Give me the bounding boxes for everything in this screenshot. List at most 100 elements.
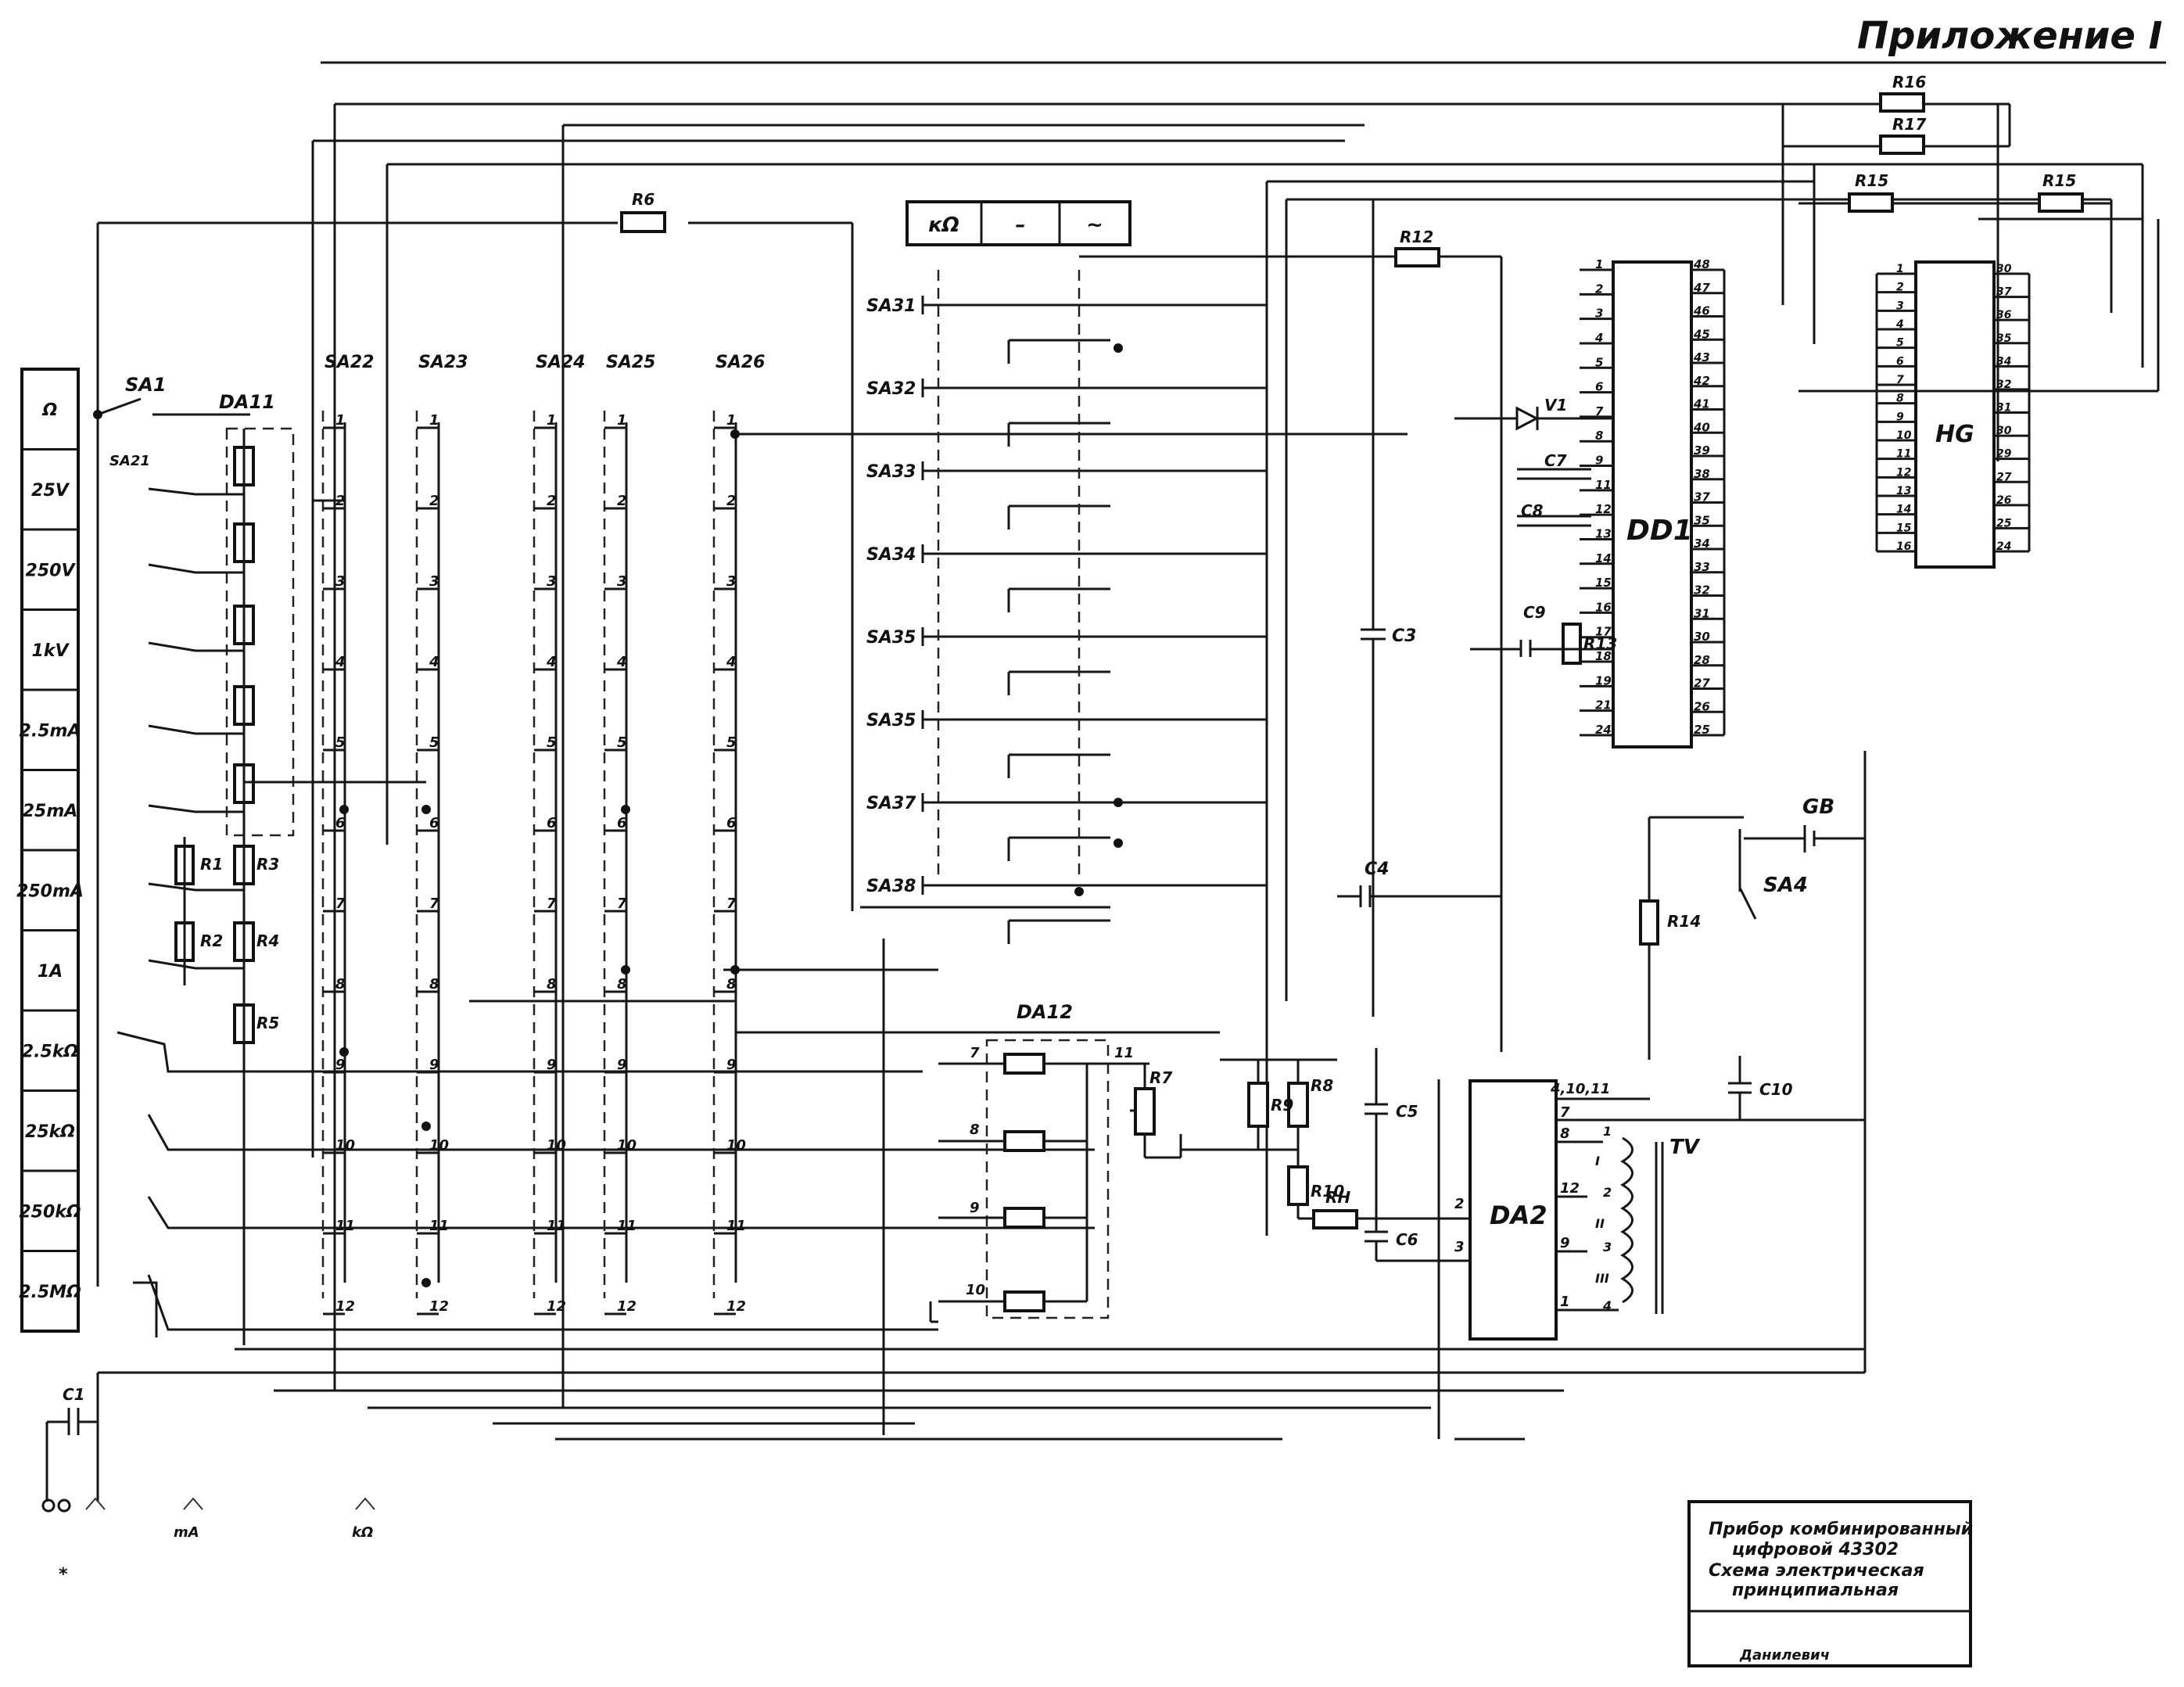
svg-text:1: 1 — [1603, 1124, 1612, 1139]
dd1-right-pin: 30 — [1694, 630, 1710, 644]
sa2-contact-number: 1 — [429, 412, 439, 429]
sa2-contact-number: 8 — [429, 976, 439, 992]
dd1-right-pin: 25 — [1694, 723, 1710, 737]
svg-text:*: * — [59, 1565, 68, 1585]
sa2-contact-number: 8 — [617, 976, 627, 992]
svg-text:7: 7 — [970, 1045, 980, 1061]
sa2-contact-number: 8 — [726, 976, 737, 992]
svg-text:SA4: SA4 — [1763, 874, 1808, 897]
battery-and-sa4: GB SA4 R14 — [1639, 751, 1867, 1118]
svg-text:TV: TV — [1669, 1136, 1701, 1159]
sa2-contact-number: 12 — [726, 1298, 746, 1315]
svg-text:R5: R5 — [256, 1014, 279, 1032]
dd1-left-pin: 15 — [1595, 576, 1612, 590]
sa3-row-label: SA32 — [866, 379, 916, 399]
sa2-contact-number: 3 — [726, 573, 737, 590]
terminal-common[interactable] — [41, 1499, 56, 1513]
dd1-right-pin: 48 — [1693, 257, 1710, 271]
hg-right-pin: 30 — [1996, 425, 2012, 437]
sa3-row-label: SA34 — [866, 545, 916, 565]
svg-text:R15: R15 — [1855, 171, 1888, 190]
dd1-left-passives: C7 C8 C9 R13 — [1470, 451, 1617, 665]
dd1-right-pin: 47 — [1693, 281, 1710, 295]
resistor-r12: R12 — [1079, 228, 1503, 1052]
sa2-contact-number: 5 — [617, 734, 627, 751]
dd1-right-pin: 40 — [1693, 420, 1710, 434]
display-resistors: R16 R17 R15 R15 — [1783, 73, 2160, 393]
svg-text:3: 3 — [1454, 1239, 1465, 1255]
svg-text:R2: R2 — [200, 931, 223, 950]
sa2-contact-number: 2 — [429, 493, 439, 509]
svg-text:R12: R12 — [1400, 228, 1433, 246]
dd1-left-pin: 4 — [1594, 331, 1603, 345]
svg-text:4: 4 — [1602, 1298, 1612, 1313]
sa2-contact-number: 12 — [335, 1298, 355, 1315]
sa2-contact-number: 6 — [335, 815, 346, 831]
sa2-contact-number: 1 — [335, 412, 346, 429]
svg-text:C3: C3 — [1392, 626, 1416, 646]
sa2-column-label: SA22 — [325, 353, 375, 372]
hg-left-pin: 9 — [1896, 411, 1904, 423]
sa2-contact-number: 8 — [547, 976, 557, 992]
hg-left-pin: 12 — [1896, 466, 1911, 479]
hg-left-pin: 15 — [1896, 522, 1912, 534]
range-label: Ω — [42, 400, 58, 420]
da11-module: DA11 — [219, 391, 295, 837]
svg-text:V1: V1 — [1544, 396, 1567, 415]
sa2-contact-number: 3 — [335, 573, 346, 590]
range-label: 1A — [38, 962, 63, 982]
svg-text:9: 9 — [970, 1200, 980, 1216]
sa2-contact-number: 4 — [335, 654, 346, 670]
sa2-contact-number: 12 — [617, 1298, 637, 1315]
svg-text:C8: C8 — [1521, 501, 1544, 520]
terminal-v[interactable] — [85, 1497, 106, 1510]
title-block: Прибор комбинированный цифровой 43302 Сх… — [1687, 1500, 1973, 1667]
dd1-right-pin: 42 — [1693, 374, 1710, 388]
dd1-left-pin: 16 — [1595, 600, 1612, 614]
sa2-contact-number: 12 — [547, 1298, 566, 1315]
svg-text:C5: C5 — [1396, 1102, 1418, 1121]
svg-text:C10: C10 — [1759, 1080, 1793, 1099]
svg-text:DA11: DA11 — [219, 391, 275, 413]
hg-left-pin: 6 — [1896, 355, 1904, 368]
svg-text:II: II — [1595, 1216, 1605, 1231]
svg-text:R3: R3 — [256, 855, 279, 874]
sa2-contact-number: 3 — [429, 573, 439, 590]
svg-text:C7: C7 — [1544, 451, 1567, 470]
dd1-left-pin: 1 — [1595, 257, 1603, 271]
svg-text:R6: R6 — [632, 190, 654, 209]
svg-text:3: 3 — [1603, 1240, 1612, 1254]
svg-text:GB: GB — [1802, 795, 1834, 819]
input-terminals: * mA kΩ — [41, 1497, 375, 1585]
dd1-right-pin: 41 — [1693, 397, 1710, 411]
svg-text:R7: R7 — [1149, 1068, 1172, 1087]
svg-text:2: 2 — [1454, 1196, 1465, 1212]
svg-text:mA: mA — [174, 1524, 199, 1541]
hg-right-pin: 27 — [1996, 471, 2012, 483]
sa2-contact-number: 9 — [547, 1057, 557, 1073]
dd1-left-pin: 12 — [1595, 502, 1612, 516]
sa3-row-label: SA35 — [866, 628, 916, 648]
appendix-title: Приложение I — [1857, 14, 2163, 58]
hg-left-pin: 13 — [1896, 485, 1911, 497]
svg-text:SA21: SA21 — [109, 453, 150, 469]
terminal-common-2[interactable] — [57, 1499, 71, 1513]
transformer-tv: TV 1 I 2 II 3 III 4 — [1595, 1124, 1701, 1314]
svg-text:Прибор комбинированный: Прибор комбинированный — [1709, 1520, 1973, 1539]
hg-right-pin: 36 — [1996, 309, 2012, 321]
sa2-contact-number: 9 — [335, 1057, 346, 1073]
dd1-right-pin: 37 — [1694, 490, 1710, 504]
dd1-right-pin: 34 — [1694, 537, 1710, 551]
svg-text:10: 10 — [966, 1282, 985, 1298]
terminal-ma[interactable] — [183, 1497, 203, 1510]
svg-text:R10: R10 — [1311, 1182, 1344, 1201]
svg-text:11: 11 — [1114, 1045, 1134, 1061]
svg-text:R8: R8 — [1311, 1076, 1333, 1095]
hg-left-pin: 10 — [1896, 429, 1912, 442]
sa2-contact-number: 6 — [617, 815, 627, 831]
sa3-row-label: SA35 — [866, 711, 916, 730]
dd1-right-pin: 32 — [1694, 583, 1710, 598]
terminal-kohm[interactable] — [355, 1497, 375, 1510]
